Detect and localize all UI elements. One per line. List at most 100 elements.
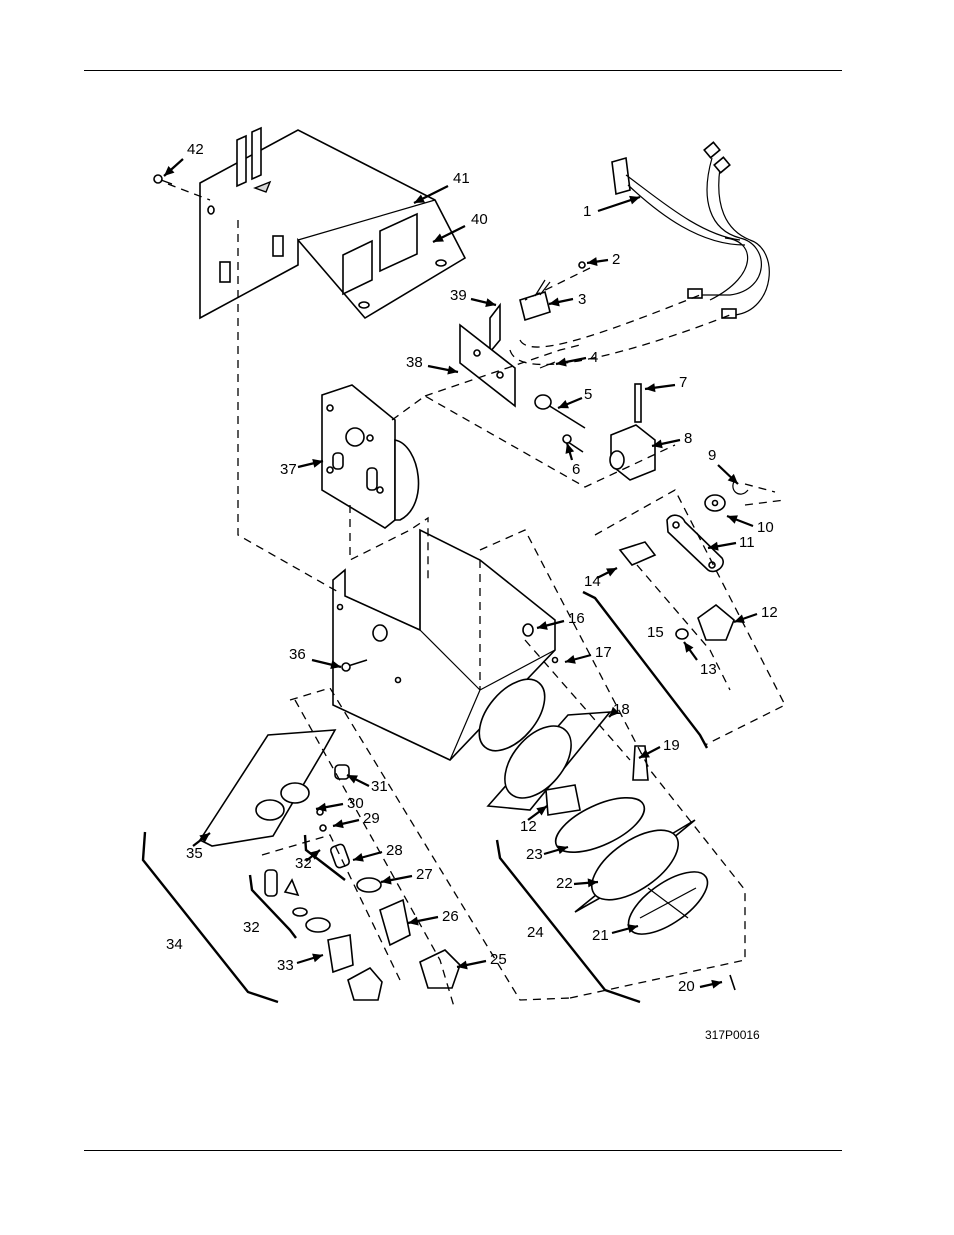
- callout-number: 16: [568, 610, 585, 627]
- callout-c15: 15: [647, 624, 664, 641]
- arrowhead: [558, 400, 569, 409]
- callout-c14: 14: [584, 567, 618, 590]
- arrowhead: [536, 806, 547, 816]
- callout-c13: 13: [683, 641, 717, 678]
- callout-c34: 34: [166, 936, 183, 953]
- callout-c12: 12: [733, 604, 778, 624]
- callout-number: 17: [595, 644, 612, 661]
- arrowhead: [565, 443, 575, 454]
- callout-c25: 25: [456, 951, 507, 970]
- callout-number: 38: [406, 354, 423, 371]
- callout-number: 34: [166, 936, 183, 953]
- callout-c33: 33: [277, 953, 324, 974]
- shaft-parts: [534, 383, 656, 481]
- callout-c22: 22: [556, 875, 599, 892]
- callout-number: 18: [613, 701, 630, 718]
- callout-c4: 4: [555, 349, 598, 367]
- callout-number: 12: [761, 604, 778, 621]
- callout-c12b: 12: [520, 805, 548, 835]
- arrowhead: [684, 642, 694, 653]
- main-frame: [332, 528, 559, 761]
- callout-number: 15: [647, 624, 664, 641]
- callout-c40: 40: [432, 211, 488, 243]
- arrowhead: [727, 473, 738, 484]
- drawing-code: 317P0016: [705, 1028, 760, 1042]
- left-controls: [198, 729, 461, 1001]
- callout-number: 30: [347, 795, 364, 812]
- callout-number: 28: [386, 842, 403, 859]
- callout-c20: 20: [678, 978, 723, 995]
- arrowhead: [734, 614, 745, 623]
- callout-layer: 1234567891011121213141516171819202122232…: [163, 141, 778, 995]
- callout-c41: 41: [413, 170, 470, 204]
- arrowhead: [557, 845, 568, 855]
- callout-c42: 42: [163, 141, 204, 177]
- callout-number: 2: [612, 251, 620, 268]
- callout-number: 5: [584, 386, 592, 403]
- gear-motor: [321, 384, 420, 529]
- callout-c3: 3: [548, 291, 586, 308]
- callout-number: 3: [578, 291, 586, 308]
- callout-c28: 28: [352, 842, 403, 862]
- group-brackets: [141, 590, 709, 1004]
- arrowhead: [652, 439, 663, 449]
- arrowhead: [353, 853, 364, 862]
- callout-number: 9: [708, 447, 716, 464]
- callout-number: 42: [187, 141, 204, 158]
- arrowhead: [537, 621, 548, 630]
- top-rule: [84, 70, 842, 71]
- callout-c2: 2: [586, 251, 620, 268]
- callout-c17: 17: [564, 644, 612, 664]
- callout-number: 32: [243, 919, 260, 936]
- arrowhead: [309, 850, 320, 860]
- arrowhead: [164, 165, 175, 176]
- callout-c31: 31: [346, 774, 388, 795]
- callout-number: 33: [277, 957, 294, 974]
- callout-c9: 9: [708, 447, 739, 485]
- arrowhead: [381, 875, 392, 885]
- callout-number: 6: [572, 461, 580, 478]
- arrowhead: [587, 878, 598, 888]
- arrowhead: [639, 749, 650, 758]
- callout-c23: 23: [526, 845, 569, 863]
- callout-c10: 10: [726, 514, 774, 536]
- arrowhead: [333, 819, 344, 829]
- top-cover: [199, 126, 467, 320]
- callout-number: 8: [684, 430, 692, 447]
- speaker-assembly: [486, 711, 736, 991]
- callout-c7: 7: [644, 374, 687, 393]
- frame-hardware: [341, 623, 534, 672]
- arrowhead: [727, 515, 738, 524]
- wire-harness: [611, 141, 770, 319]
- callout-number: 20: [678, 978, 695, 995]
- callout-number: 21: [592, 927, 609, 944]
- dashed-assembly-lines: [167, 183, 786, 1011]
- callout-c18: 18: [608, 701, 630, 718]
- callout-number: 7: [679, 374, 687, 391]
- callout-number: 10: [757, 519, 774, 536]
- callout-c5: 5: [557, 386, 592, 410]
- arrowhead: [330, 660, 341, 670]
- arrowhead: [312, 458, 323, 468]
- arrowhead: [587, 257, 598, 267]
- arrowhead: [606, 568, 617, 577]
- callout-number: 14: [584, 573, 601, 590]
- bottom-rule: [84, 1150, 842, 1151]
- callout-number: 25: [490, 951, 507, 968]
- callout-c32: 32: [295, 849, 321, 872]
- arrowhead: [199, 833, 210, 843]
- arrowhead: [485, 298, 496, 308]
- callout-c1: 1: [583, 195, 641, 220]
- linkage-parts: [618, 479, 749, 641]
- callout-c32b: 32: [243, 919, 260, 936]
- callout-number: 32: [295, 855, 312, 872]
- callout-number: 4: [590, 349, 598, 366]
- callout-number: 1: [583, 203, 591, 220]
- callout-number: 36: [289, 646, 306, 663]
- arrowhead: [711, 979, 722, 989]
- callout-number: 41: [453, 170, 470, 187]
- callout-c30: 30: [315, 795, 364, 812]
- callout-c8: 8: [651, 430, 692, 449]
- arrowhead: [408, 916, 419, 926]
